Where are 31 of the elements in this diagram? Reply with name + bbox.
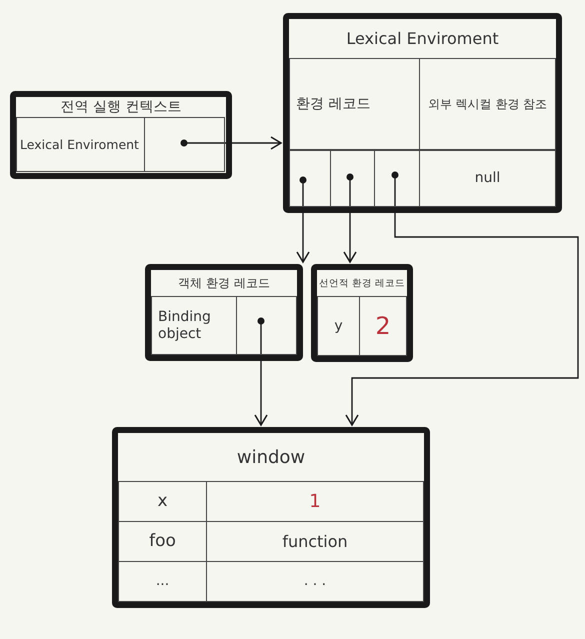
record-box <box>112 427 430 608</box>
box-title: 객체 환경 레코드 <box>177 274 271 292</box>
box-title: 전역 실행 컨텍스트 <box>60 98 182 117</box>
table-cell: . . . <box>206 561 424 602</box>
table-cell: null <box>419 150 556 207</box>
record-box <box>283 13 562 213</box>
table-cell: ... <box>118 561 207 602</box>
arrow <box>345 172 579 426</box>
box-title: window <box>236 446 306 470</box>
box-title: Lexical Enviroment <box>345 28 500 50</box>
table-cell: 환경 레코드 <box>289 58 420 150</box>
table-cell <box>236 296 297 355</box>
box-title: 선언적 환경 레코드 <box>318 276 406 290</box>
table-cell <box>374 150 420 207</box>
table-cell: 1 <box>206 481 424 522</box>
arrow <box>180 136 282 150</box>
table-cell <box>330 150 375 207</box>
record-box <box>311 264 413 362</box>
arrow <box>296 176 310 263</box>
table-cell: 외부 렉시컬 환경 참조 <box>419 58 556 150</box>
table-cell: x <box>118 481 207 522</box>
table-cell: Lexical Enviroment <box>16 117 145 172</box>
table-cell <box>289 150 331 207</box>
arrow <box>254 318 268 426</box>
table-cell: y <box>317 296 360 356</box>
table-cell: 2 <box>359 296 407 356</box>
table-cell: Binding object <box>151 296 237 355</box>
arrow <box>343 174 357 263</box>
record-box <box>145 264 303 361</box>
table-cell <box>144 117 225 172</box>
record-box <box>10 91 232 179</box>
